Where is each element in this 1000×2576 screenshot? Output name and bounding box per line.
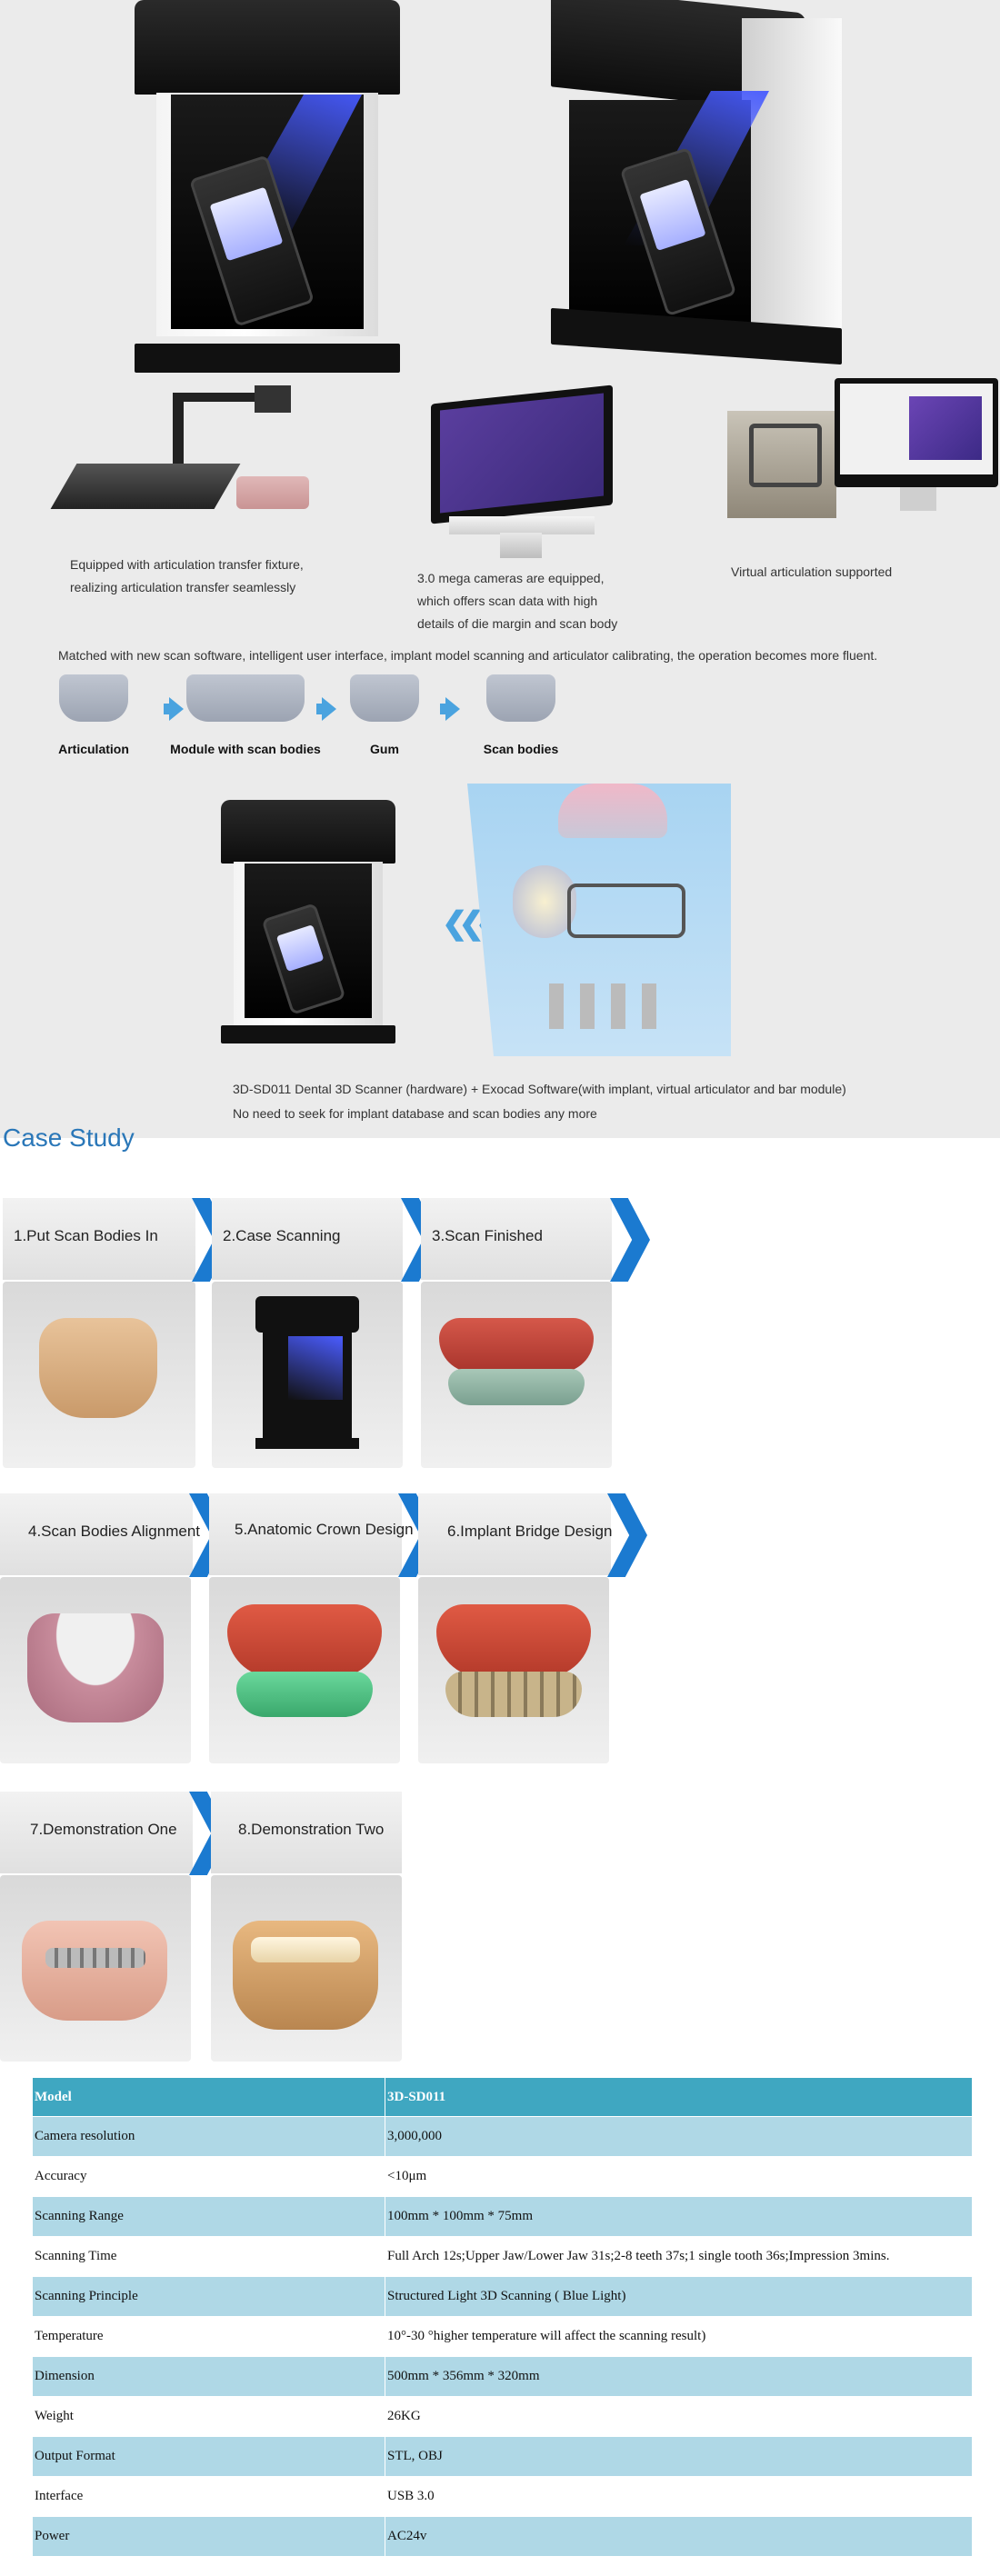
spec-value: 500mm * 356mm * 320mm: [385, 2356, 973, 2397]
case-scanning-image: [212, 1282, 403, 1468]
spec-key: Temperature: [32, 2316, 385, 2357]
workflow-step-label: Scan bodies: [483, 742, 559, 756]
spec-key: Scanning Range: [32, 2196, 385, 2237]
spec-value: Structured Light 3D Scanning ( Blue Ligh…: [385, 2276, 973, 2317]
fixture-caption-line: Equipped with articulation transfer fixt…: [70, 557, 304, 572]
step-chevron-icon: [610, 1198, 650, 1282]
demonstration-two-image: [211, 1875, 402, 2062]
case-step-6: 6.Implant Bridge Design: [418, 1493, 664, 1766]
camera-caption-line: details of die margin and scan body: [417, 616, 618, 631]
workflow-step-label: Articulation: [58, 742, 129, 756]
scan-bodies-model-image: [3, 1282, 195, 1468]
case-step-label: 2.Case Scanning: [223, 1227, 341, 1244]
case-step-label: 3.Scan Finished: [432, 1227, 543, 1244]
workflow-step-scan-bodies: Scan bodies: [475, 674, 566, 756]
spec-header-row: Model 3D-SD011: [32, 2077, 973, 2117]
camera-caption: 3.0 mega cameras are equipped, which off…: [417, 567, 617, 635]
step-chevron-icon: [607, 1493, 647, 1577]
spec-value: 26KG: [385, 2396, 973, 2437]
articulation-jaw-icon: [59, 674, 128, 722]
anatomic-crown-design-image: [209, 1577, 400, 1763]
module-jaw-icon: [186, 674, 305, 722]
workflow-step-module: Module with scan bodies: [168, 674, 323, 756]
case-step-label: 7.Demonstration One: [30, 1821, 177, 1838]
case-step-label: 4.Scan Bodies Alignment: [28, 1523, 201, 1540]
camera-caption-line: which offers scan data with high: [417, 594, 598, 608]
case-step-5: 5.Anatomic Crown Design: [209, 1493, 438, 1766]
articulation-fixture-image: [50, 385, 309, 522]
spec-key: Weight: [32, 2396, 385, 2437]
virtual-articulator-image: [727, 378, 1000, 524]
demonstration-one-image: [0, 1875, 191, 2062]
case-step-3: 3.Scan Finished: [421, 1198, 657, 1471]
product-promo-section: Equipped with articulation transfer fixt…: [0, 0, 1000, 1138]
spec-value: 3,000,000: [385, 2116, 973, 2157]
case-study-title: Case Study: [3, 1123, 135, 1152]
case-step-2: 2.Case Scanning: [212, 1198, 441, 1471]
spec-value: STL, OBJ: [385, 2436, 973, 2477]
case-step-1: 1.Put Scan Bodies In: [3, 1198, 232, 1471]
spec-key: Scanning Time: [32, 2236, 385, 2277]
scan-bodies-alignment-image: [0, 1577, 191, 1763]
spec-key: Accuracy: [32, 2156, 385, 2197]
spec-key: Model: [32, 2077, 385, 2117]
spec-key: Interface: [32, 2476, 385, 2517]
bundle-line-2: No need to seek for implant database and…: [233, 1106, 597, 1121]
spec-key: Output Format: [32, 2436, 385, 2477]
implant-bridge-design-image: [418, 1577, 609, 1763]
spec-value: USB 3.0: [385, 2476, 973, 2517]
scanner-bundle-image: [221, 800, 395, 1043]
scanner-front-image: [135, 0, 400, 373]
case-step-8: 8.Demonstration Two: [211, 1792, 429, 2064]
scan-bodies-jaw-icon: [486, 674, 555, 722]
articulation-caption: Virtual articulation supported: [731, 564, 893, 579]
software-monitor-image: [422, 380, 622, 562]
exocad-software-panel: [467, 784, 731, 1056]
workflow-step-gum: Gum: [348, 674, 421, 756]
spec-value: Full Arch 12s;Upper Jaw/Lower Jaw 31s;2-…: [385, 2236, 973, 2277]
spec-value: 100mm * 100mm * 75mm: [385, 2196, 973, 2237]
spec-key: Power: [32, 2516, 385, 2557]
workflow-intro: Matched with new scan software, intellig…: [58, 648, 878, 663]
flow-arrow-icon: [164, 697, 184, 721]
case-step-4: 4.Scan Bodies Alignment: [0, 1493, 229, 1766]
flow-arrow-icon: [316, 697, 336, 721]
flow-arrow-icon: [440, 697, 460, 721]
camera-caption-line: 3.0 mega cameras are equipped,: [417, 571, 605, 585]
bundle-line-1: 3D-SD011 Dental 3D Scanner (hardware) + …: [233, 1082, 846, 1096]
case-step-7: 7.Demonstration One: [0, 1792, 229, 2064]
bundle-description: 3D-SD011 Dental 3D Scanner (hardware) + …: [233, 1077, 846, 1126]
workflow-step-label: Gum: [370, 742, 399, 756]
fixture-caption-line: realizing articulation transfer seamless…: [70, 580, 296, 594]
case-step-label: 1.Put Scan Bodies In: [14, 1227, 158, 1244]
spec-key: Scanning Principle: [32, 2276, 385, 2317]
scanner-angled-image: [551, 0, 842, 365]
gum-jaw-icon: [350, 674, 419, 722]
spec-value: AC24v: [385, 2516, 973, 2557]
spec-value: 3D-SD011: [385, 2077, 973, 2117]
case-step-label: 5.Anatomic Crown Design: [235, 1521, 414, 1538]
case-step-label: 8.Demonstration Two: [238, 1821, 385, 1838]
workflow-step-label: Module with scan bodies: [170, 742, 321, 756]
case-step-label: 6.Implant Bridge Design: [447, 1523, 613, 1540]
spec-value: 10°-30 °higher temperature will affect t…: [385, 2316, 973, 2357]
scan-finished-image: [421, 1282, 612, 1468]
spec-key: Camera resolution: [32, 2116, 385, 2157]
table-row: Accuracy<10μm: [32, 2156, 973, 2197]
fixture-caption: Equipped with articulation transfer fixt…: [70, 554, 304, 599]
spec-value: <10μm: [385, 2156, 973, 2197]
workflow-step-articulation: Articulation: [53, 674, 135, 756]
spec-key: Dimension: [32, 2356, 385, 2397]
